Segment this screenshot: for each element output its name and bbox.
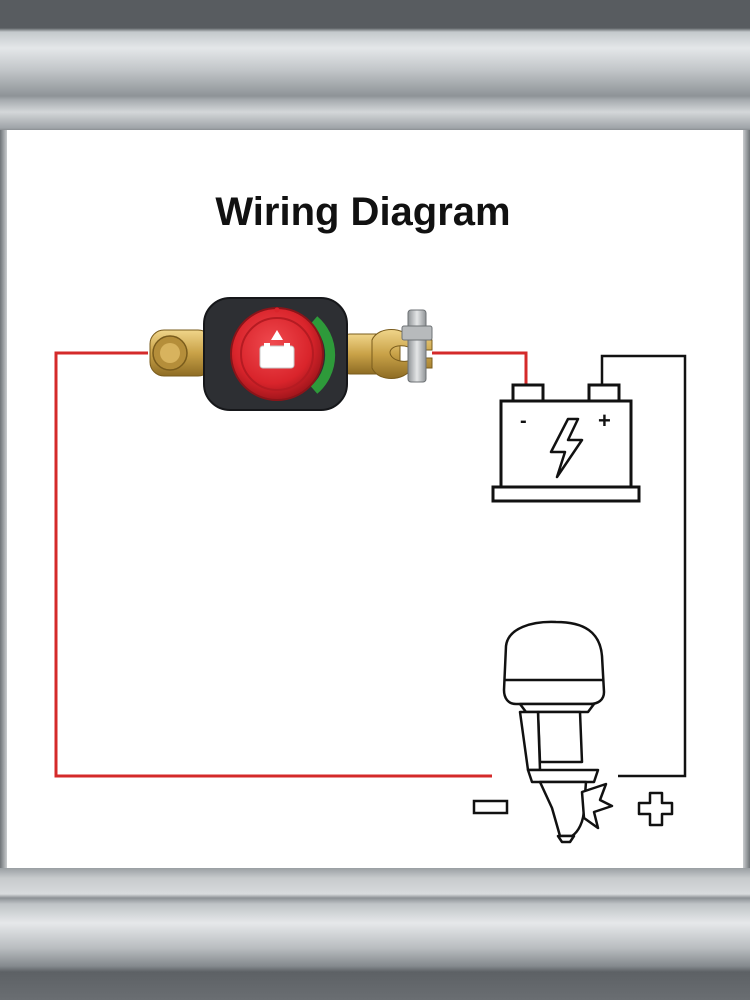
battery: - +	[491, 383, 641, 503]
black-wire	[600, 354, 687, 778]
motor-negative-minus-icon	[472, 799, 509, 815]
outboard-motor	[502, 620, 614, 844]
switch-battery-icon-post-left	[264, 343, 270, 347]
red-wire-right	[432, 351, 528, 385]
motor-midsection	[518, 702, 596, 714]
motor-cowling	[502, 620, 606, 706]
switch-knob-ring	[240, 317, 314, 391]
switch-arrow-icon	[271, 330, 283, 340]
battery-positive-label: +	[598, 408, 611, 433]
motor-bracket	[518, 710, 542, 772]
red-wire-left	[54, 351, 492, 778]
battery-switch	[149, 297, 433, 411]
motor-gearcase	[538, 780, 588, 838]
switch-indicator-dot	[274, 307, 280, 313]
switch-left-stud-top	[160, 343, 180, 363]
motor-shaft	[536, 710, 584, 764]
switch-green-arc	[310, 316, 336, 394]
battery-positive-post	[587, 383, 621, 403]
motor-skeg	[556, 834, 576, 844]
switch-battery-icon	[259, 345, 295, 369]
battery-negative-post	[511, 383, 545, 403]
motor-cavitation-plate	[526, 768, 600, 784]
clamp-bolt	[407, 309, 427, 383]
frame-bottom-bar	[0, 868, 750, 1000]
switch-battery-icon-post-right	[284, 343, 290, 347]
battery-negative-label: -	[520, 410, 527, 432]
motor-propeller	[580, 782, 614, 830]
frame-right-edge	[743, 130, 750, 868]
battery-base	[491, 485, 641, 503]
diagram-title: Wiring Diagram	[215, 190, 511, 234]
frame-left-edge	[0, 130, 7, 868]
frame-top-bar	[0, 0, 750, 130]
motor-positive-plus-icon	[637, 791, 674, 827]
clamp-nut	[401, 325, 433, 341]
lightning-bolt-icon	[549, 417, 584, 479]
